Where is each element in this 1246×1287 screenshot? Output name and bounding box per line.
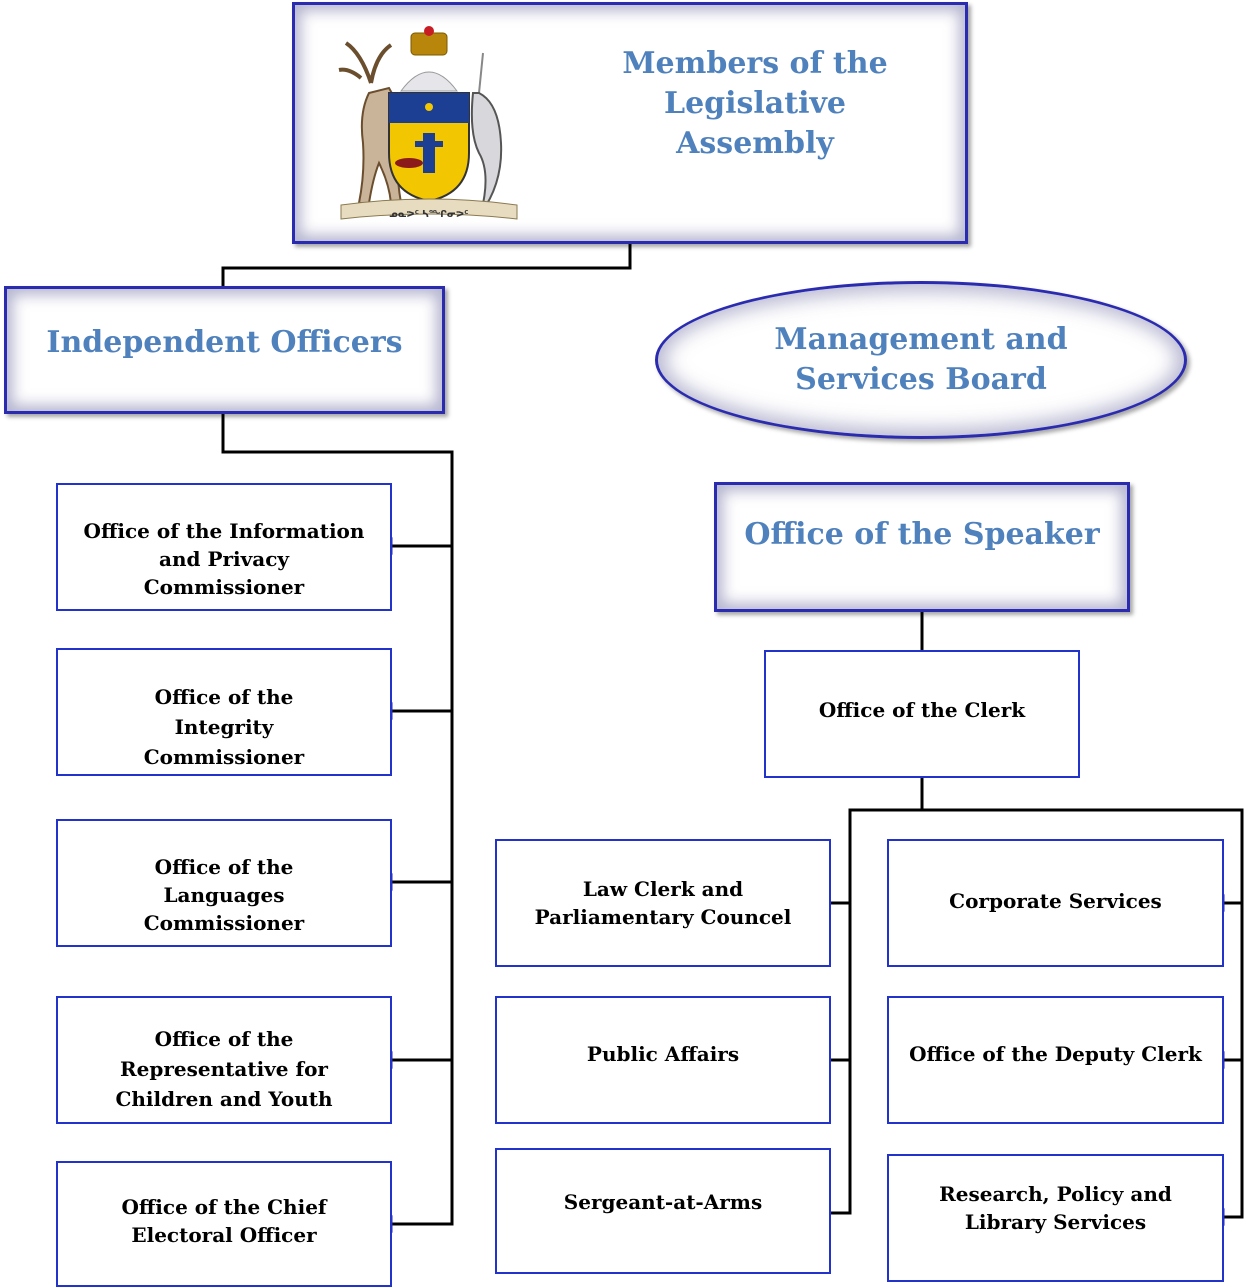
- management-services-board-ellipse: Management and Services Board: [655, 281, 1187, 439]
- office-label: Office of the Chief Electoral Officer: [121, 1195, 327, 1247]
- corporate-services-box: Corporate Services: [887, 839, 1224, 967]
- sergeant-at-arms-box: Sergeant-at-Arms: [495, 1148, 831, 1274]
- office-chief-electoral-officer: Office of the Chief Electoral Officer: [56, 1161, 392, 1287]
- office-label: Office of the Integrity Commissioner: [143, 685, 305, 769]
- office-label: Office of the Representative for Childre…: [115, 1027, 333, 1111]
- office-languages-commissioner: Office of the Languages Commissioner: [56, 819, 392, 947]
- mla-box: ᓄᓇᕗᑦ ᓴᙱᓂᕗᑦ Members of the Legislative As…: [292, 2, 968, 244]
- office-label: Office of the Languages Commissioner: [143, 855, 305, 935]
- public-affairs-box: Public Affairs: [495, 996, 831, 1124]
- clerk-title: Office of the Clerk: [818, 698, 1026, 722]
- research-policy-library-box: Research, Policy and Library Services: [887, 1154, 1224, 1282]
- office-integrity-commissioner: Office of the Integrity Commissioner: [56, 648, 392, 776]
- board-title: Management and Services Board: [774, 322, 1068, 397]
- deputy-clerk-box: Office of the Deputy Clerk: [887, 996, 1224, 1124]
- law-clerk-box: Law Clerk and Parliamentary Councel: [495, 839, 831, 967]
- unit-label: Research, Policy and Library Services: [939, 1182, 1172, 1234]
- mla-title: Members of the Legislative Assembly: [622, 46, 888, 161]
- independent-officers-title: Independent Officers: [46, 325, 403, 360]
- speaker-title: Office of the Speaker: [744, 517, 1100, 552]
- unit-label: Office of the Deputy Clerk: [909, 1042, 1202, 1066]
- coat-of-arms-emblem: ᓄᓇᕗᑦ ᓴᙱᓂᕗᑦ: [331, 23, 521, 225]
- clerk-box: Office of the Clerk: [764, 650, 1080, 778]
- office-information-privacy-commissioner: Office of the Information and Privacy Co…: [56, 483, 392, 611]
- speaker-box: Office of the Speaker: [714, 482, 1130, 612]
- office-representative-children-youth: Office of the Representative for Childre…: [56, 996, 392, 1124]
- unit-label: Corporate Services: [949, 889, 1162, 913]
- unit-label: Sergeant-at-Arms: [563, 1190, 763, 1214]
- independent-officers-box: Independent Officers: [4, 286, 445, 414]
- office-label: Office of the Information and Privacy Co…: [83, 519, 365, 599]
- coat-of-arms-motto: ᓄᓇᕗᑦ ᓴᙱᓂᕗᑦ: [390, 210, 469, 220]
- unit-label: Public Affairs: [586, 1042, 740, 1066]
- unit-label: Law Clerk and Parliamentary Councel: [534, 877, 792, 929]
